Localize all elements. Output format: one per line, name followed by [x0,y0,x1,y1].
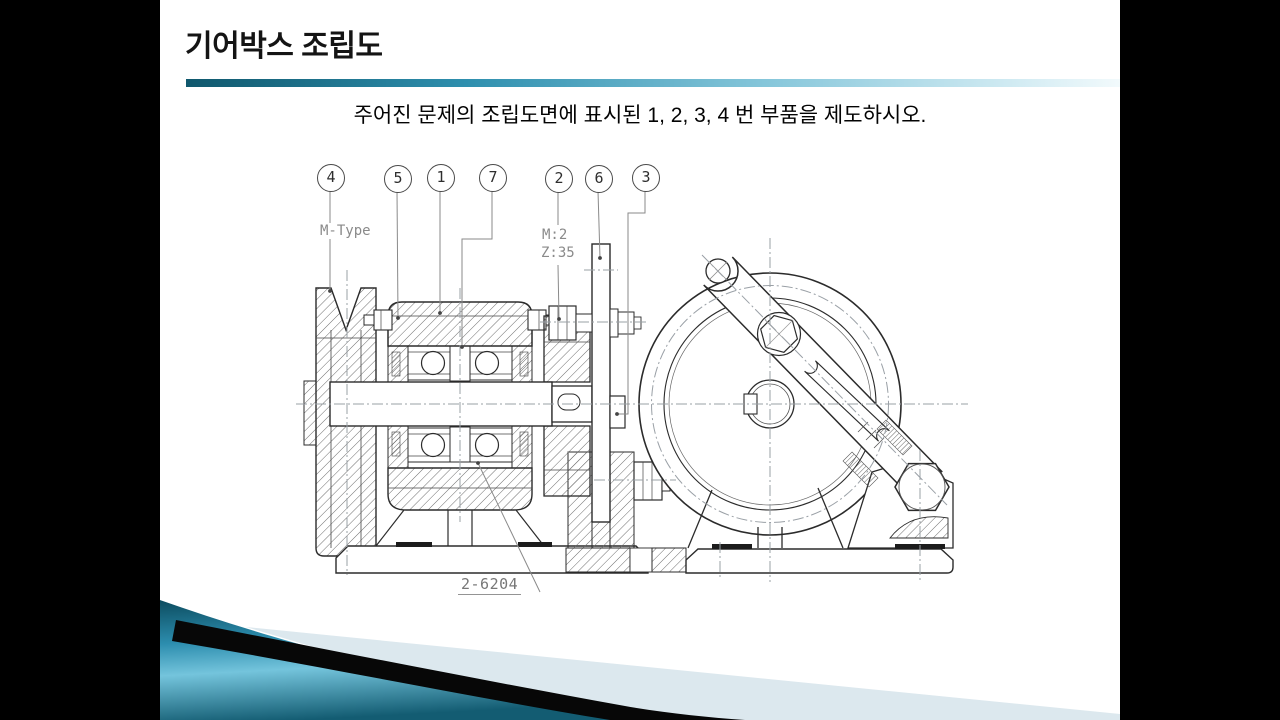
part-balloon-4: 4 [317,164,345,192]
clamp-hex-nut [894,462,950,512]
teal-swoosh-shape [157,599,730,720]
swing-plate [591,243,611,523]
bearing-callout-label: 2-6204 [458,575,522,595]
left-letterbox-bar [0,0,160,720]
centerlines [296,238,968,582]
front-section-view [303,243,687,574]
instruction-text: 주어진 문제의 조립도면에 표시된 1, 2, 3, 4 번 부품을 제도하시오… [353,104,927,127]
title-underline-rule [186,79,1120,87]
gear-bolt-head [548,305,577,341]
part-balloon-6: 6 [585,165,613,193]
leader-dots [328,256,619,465]
gear-module-label: M:2 [541,227,569,243]
part-balloon-5: 5 [384,165,412,193]
pale-wedge-shape [246,627,1120,720]
pulley-hub [303,380,317,446]
part-balloon-1: 1 [427,164,455,192]
part-balloon-3: 3 [632,164,660,192]
right-cap-bolt [527,309,547,331]
page-title: 기어박스 조립도 [185,30,383,63]
right-base-plate [685,548,954,574]
balloon-leaders [329,190,646,593]
shaft-end-collar [609,395,626,429]
part-balloon-7: 7 [479,164,507,192]
pulley-type-label: M-Type [319,223,372,239]
gear-teeth-label: Z:35 [540,245,576,261]
shaft-keyway [557,393,581,411]
gear-section-lower [543,425,591,497]
side-view [638,256,954,574]
part-balloon-2: 2 [545,165,573,193]
right-letterbox-bar [1120,0,1280,720]
left-cap-bolt [373,309,393,331]
